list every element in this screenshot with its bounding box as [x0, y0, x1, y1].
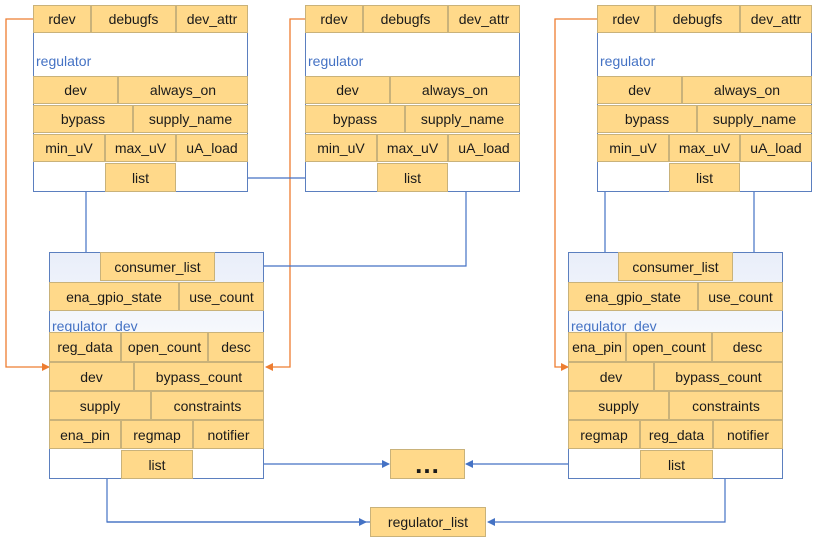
field-ua-load: uA_load [740, 134, 812, 162]
field-always-on: always_on [118, 76, 248, 104]
field-dev: dev [49, 362, 134, 391]
field-dev: dev [597, 76, 682, 104]
field-list: list [640, 450, 713, 479]
field-rdev: rdev [33, 5, 91, 33]
field-min-uv: min_uV [597, 134, 669, 162]
field-open-count: open_count [121, 332, 208, 362]
field-max-uv: max_uV [105, 134, 176, 162]
field-supply: supply [49, 391, 151, 420]
field-dev: dev [305, 76, 390, 104]
field-dev: dev [33, 76, 118, 104]
rdev-link-3b [554, 18, 597, 371]
field-supply-name: supply_name [697, 105, 812, 133]
field-dev-attr: dev_attr [740, 5, 812, 33]
field-regmap: regmap [568, 420, 640, 449]
ellipsis-node: ... [390, 449, 465, 479]
field-always-on: always_on [682, 76, 812, 104]
field-ua-load: uA_load [176, 134, 248, 162]
field-list: list [377, 163, 448, 192]
field-rdev: rdev [305, 5, 363, 33]
regulator-list-head: regulator_list [370, 507, 486, 537]
field-min-uv: min_uV [305, 134, 377, 162]
field-ena-pin: ena_pin [568, 332, 626, 362]
struct-title: regulator [36, 53, 92, 69]
field-list: list [121, 450, 193, 479]
rdev-link-1 [5, 18, 50, 371]
field-desc: desc [208, 332, 264, 362]
struct-title: regulator [308, 53, 364, 69]
field-debugfs: debugfs [655, 5, 740, 33]
field-bypass-count: bypass_count [654, 362, 783, 391]
field-always-on: always_on [390, 76, 520, 104]
field-use-count: use_count [698, 282, 783, 311]
field-list: list [105, 163, 176, 192]
field-max-uv: max_uV [669, 134, 740, 162]
field-ena-pin: ena_pin [49, 420, 121, 449]
field-max-uv: max_uV [377, 134, 448, 162]
field-dev-attr: dev_attr [448, 5, 520, 33]
field-supply-name: supply_name [133, 105, 248, 133]
field-reg-data: reg_data [49, 332, 121, 362]
field-ena-gpio-state: ena_gpio_state [568, 282, 698, 311]
field-reg-data: reg_data [640, 420, 713, 449]
field-debugfs: debugfs [363, 5, 448, 33]
field-consumer-list: consumer_list [618, 252, 733, 281]
field-bypass: bypass [597, 105, 697, 133]
struct-title: regulator_dev [52, 318, 138, 334]
field-supply-name: supply_name [405, 105, 520, 133]
field-bypass-count: bypass_count [134, 362, 264, 391]
rdev-link-3 [581, 0, 597, 19]
field-min-uv: min_uV [33, 134, 105, 162]
field-ena-gpio-state: ena_gpio_state [49, 282, 179, 311]
field-debugfs: debugfs [91, 5, 176, 33]
field-bypass: bypass [33, 105, 133, 133]
field-supply: supply [568, 391, 669, 420]
field-desc: desc [712, 332, 783, 362]
field-consumer-list: consumer_list [100, 252, 215, 281]
field-dev-attr: dev_attr [176, 5, 248, 33]
field-bypass: bypass [305, 105, 405, 133]
rdev-link-2 [265, 18, 305, 371]
field-ua-load: uA_load [448, 134, 520, 162]
field-constraints: constraints [151, 391, 264, 420]
field-list: list [669, 163, 740, 192]
field-rdev: rdev [597, 5, 655, 33]
struct-title: regulator_dev [571, 318, 657, 334]
field-notifier: notifier [193, 420, 264, 449]
field-use-count: use_count [179, 282, 264, 311]
field-constraints: constraints [669, 391, 783, 420]
field-notifier: notifier [713, 420, 783, 449]
field-open-count: open_count [626, 332, 712, 362]
field-dev: dev [568, 362, 654, 391]
struct-title: regulator [600, 53, 656, 69]
field-regmap: regmap [121, 420, 193, 449]
